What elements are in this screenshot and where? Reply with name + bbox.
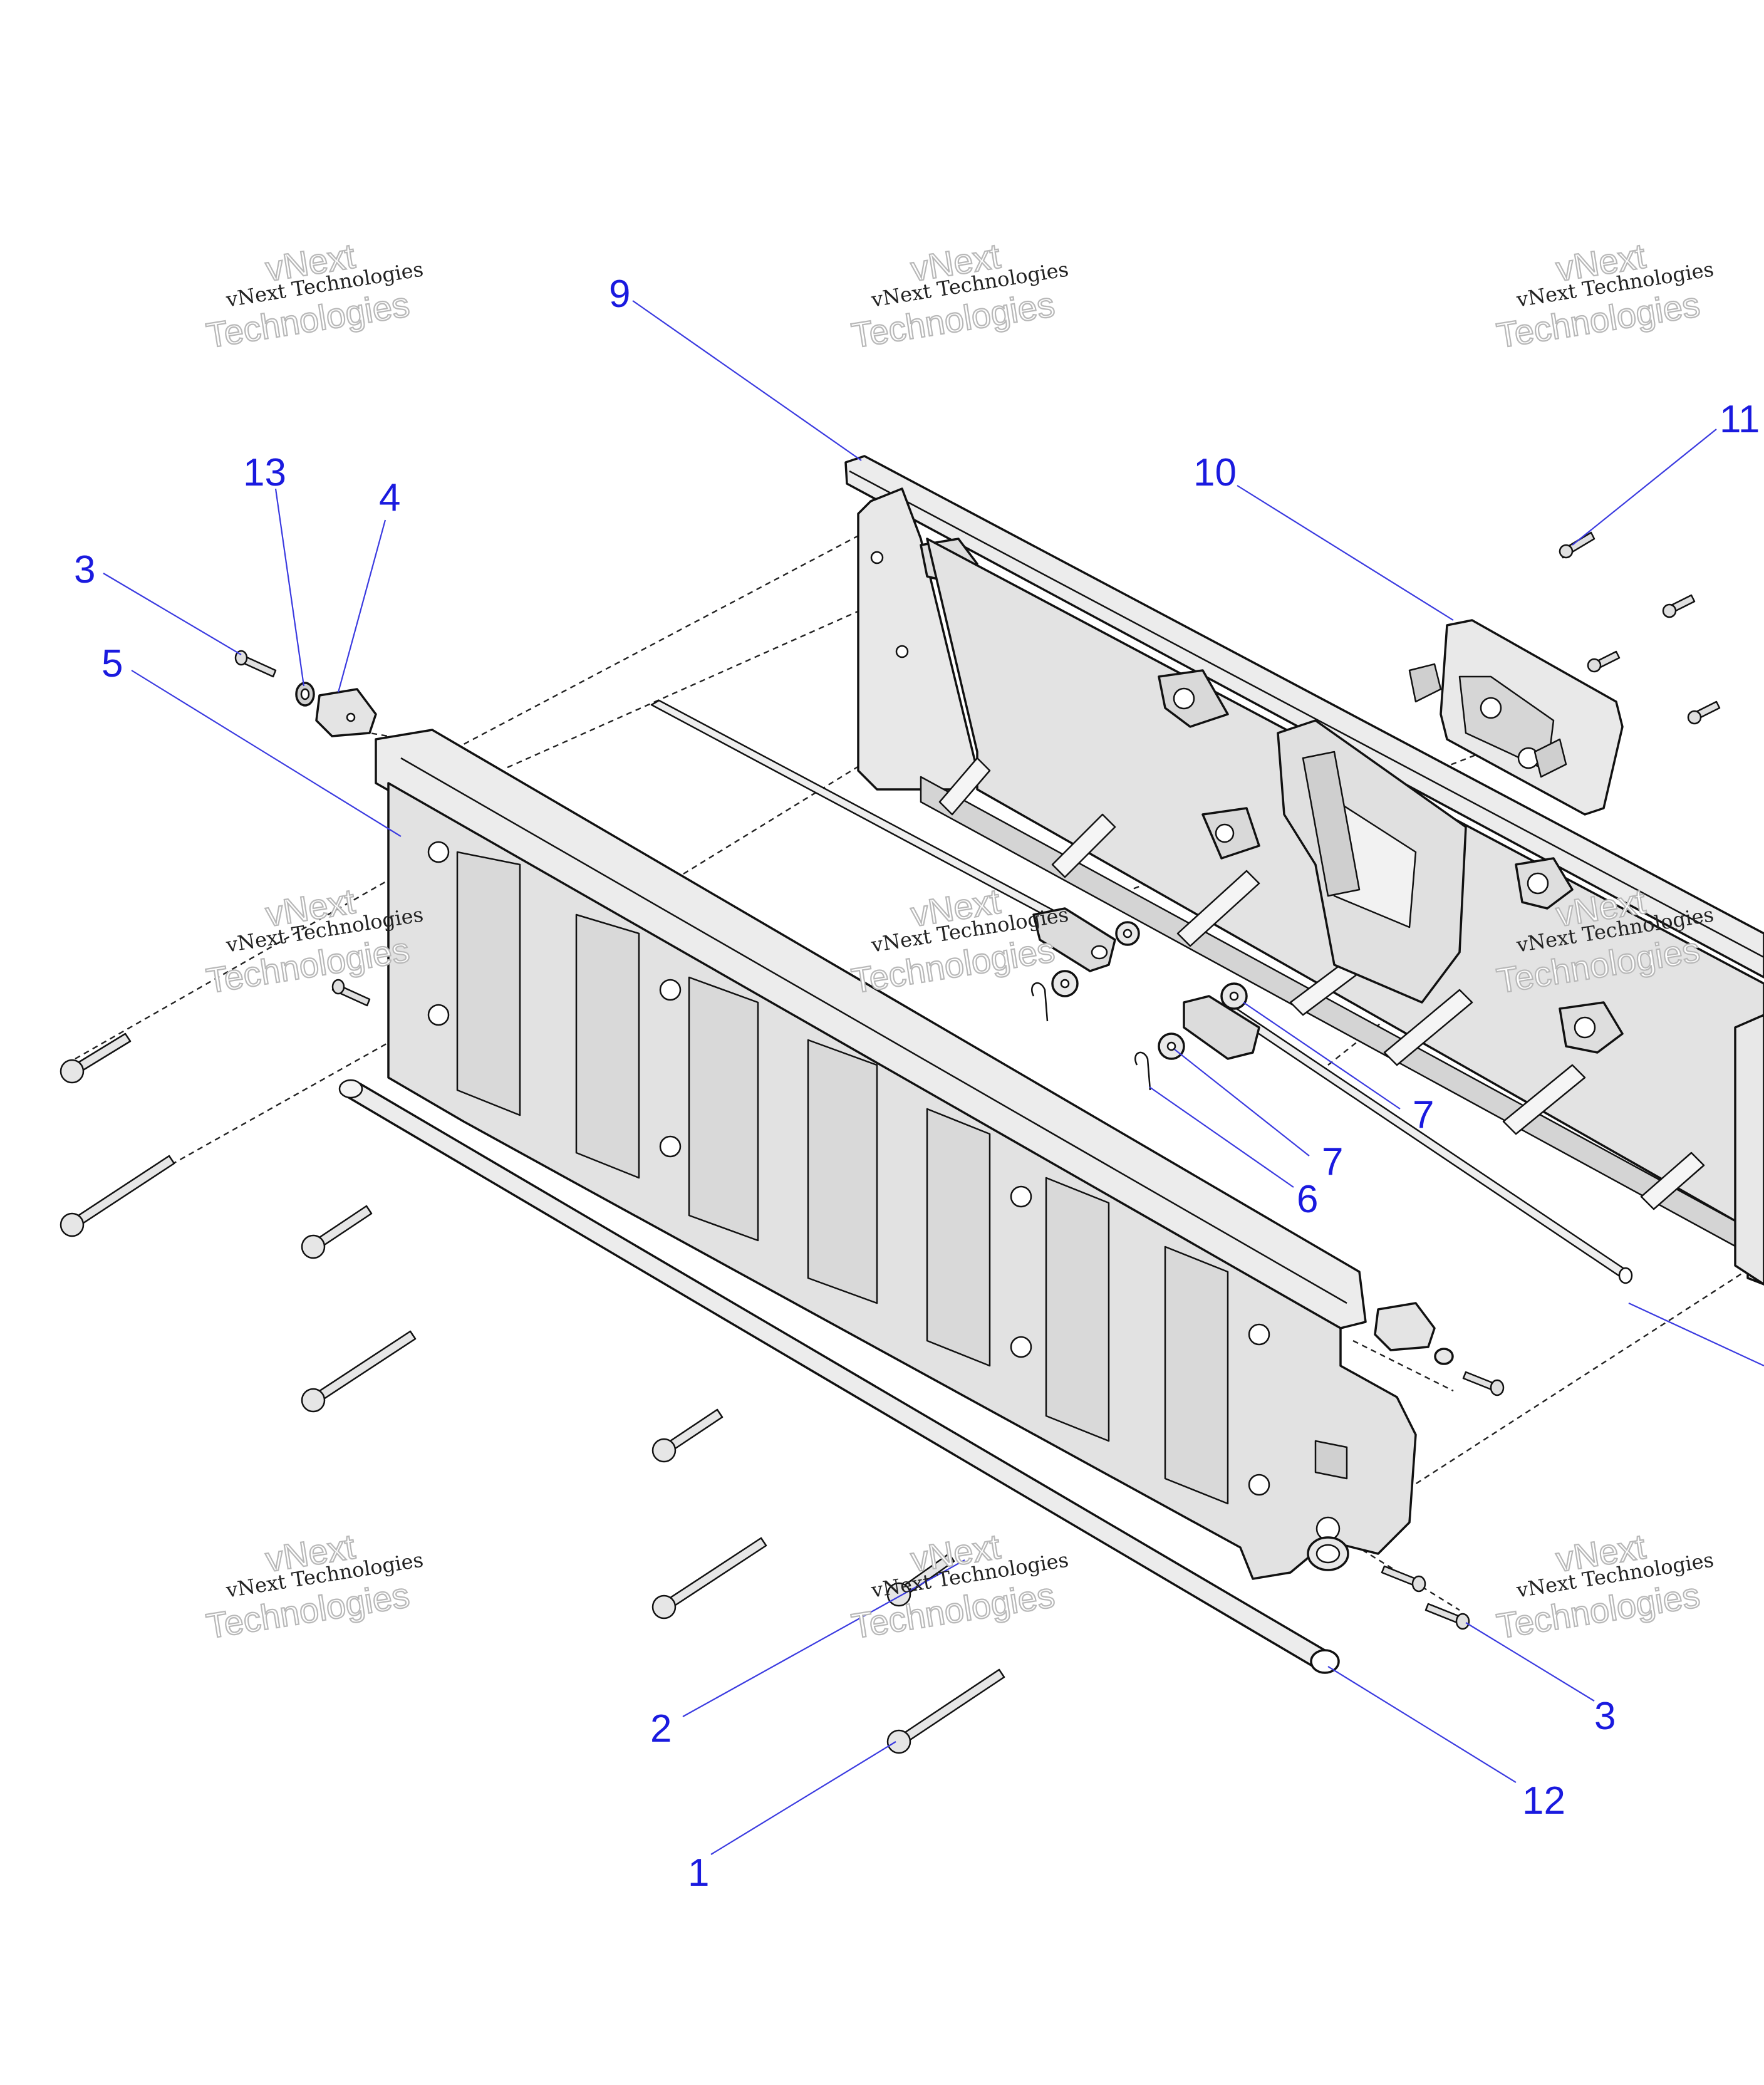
watermark: vNext vNext Technologies Technologies — [203, 1526, 425, 1646]
callout-11: 11 — [1720, 398, 1760, 441]
long-bolts — [60, 1032, 1005, 1754]
callout-4: 4 — [379, 476, 400, 519]
callout-5: 5 — [101, 642, 123, 685]
hinge-tube — [338, 1079, 1340, 1674]
callout-9: 9 — [609, 273, 630, 316]
watermark: vNext vNext Technologies Technologies — [848, 880, 1070, 1001]
watermark: vNext vNext Technologies Technologies — [1493, 235, 1715, 356]
callout-1: 1 — [688, 1851, 709, 1895]
callout-labels: 9 10 11 13 4 3 5 7 7 6 3 2 12 1 — [74, 273, 1760, 1895]
callout-3-lower: 3 — [1594, 1695, 1616, 1738]
link-arms-and-washers — [1031, 907, 1260, 1091]
hinge-blocks-and-washers — [295, 682, 1454, 1571]
callout-3-upper: 3 — [74, 548, 95, 591]
watermark: vNext vNext Technologies Technologies — [203, 235, 425, 356]
watermark: vNext vNext Technologies Technologies — [848, 235, 1070, 356]
callout-6: 6 — [1297, 1178, 1318, 1221]
callout-7-lower: 7 — [1322, 1140, 1343, 1183]
latch-handle-assembly — [1408, 619, 1624, 816]
callout-12: 12 — [1522, 1779, 1565, 1822]
latch-screws — [1559, 531, 1721, 725]
callout-10: 10 — [1193, 451, 1237, 494]
leader-lines — [103, 300, 1764, 1855]
callout-7-upper: 7 — [1413, 1093, 1434, 1136]
callout-13: 13 — [243, 451, 286, 494]
tailgate-inner-frame — [844, 455, 1764, 1286]
watermark: vNext vNext Technologies Technologies — [848, 1526, 1070, 1646]
watermark: vNext vNext Technologies Technologies — [1493, 1526, 1715, 1646]
callout-2: 2 — [650, 1707, 672, 1750]
tailgate-outer-panel — [375, 729, 1417, 1580]
small-screws — [234, 650, 1505, 1630]
